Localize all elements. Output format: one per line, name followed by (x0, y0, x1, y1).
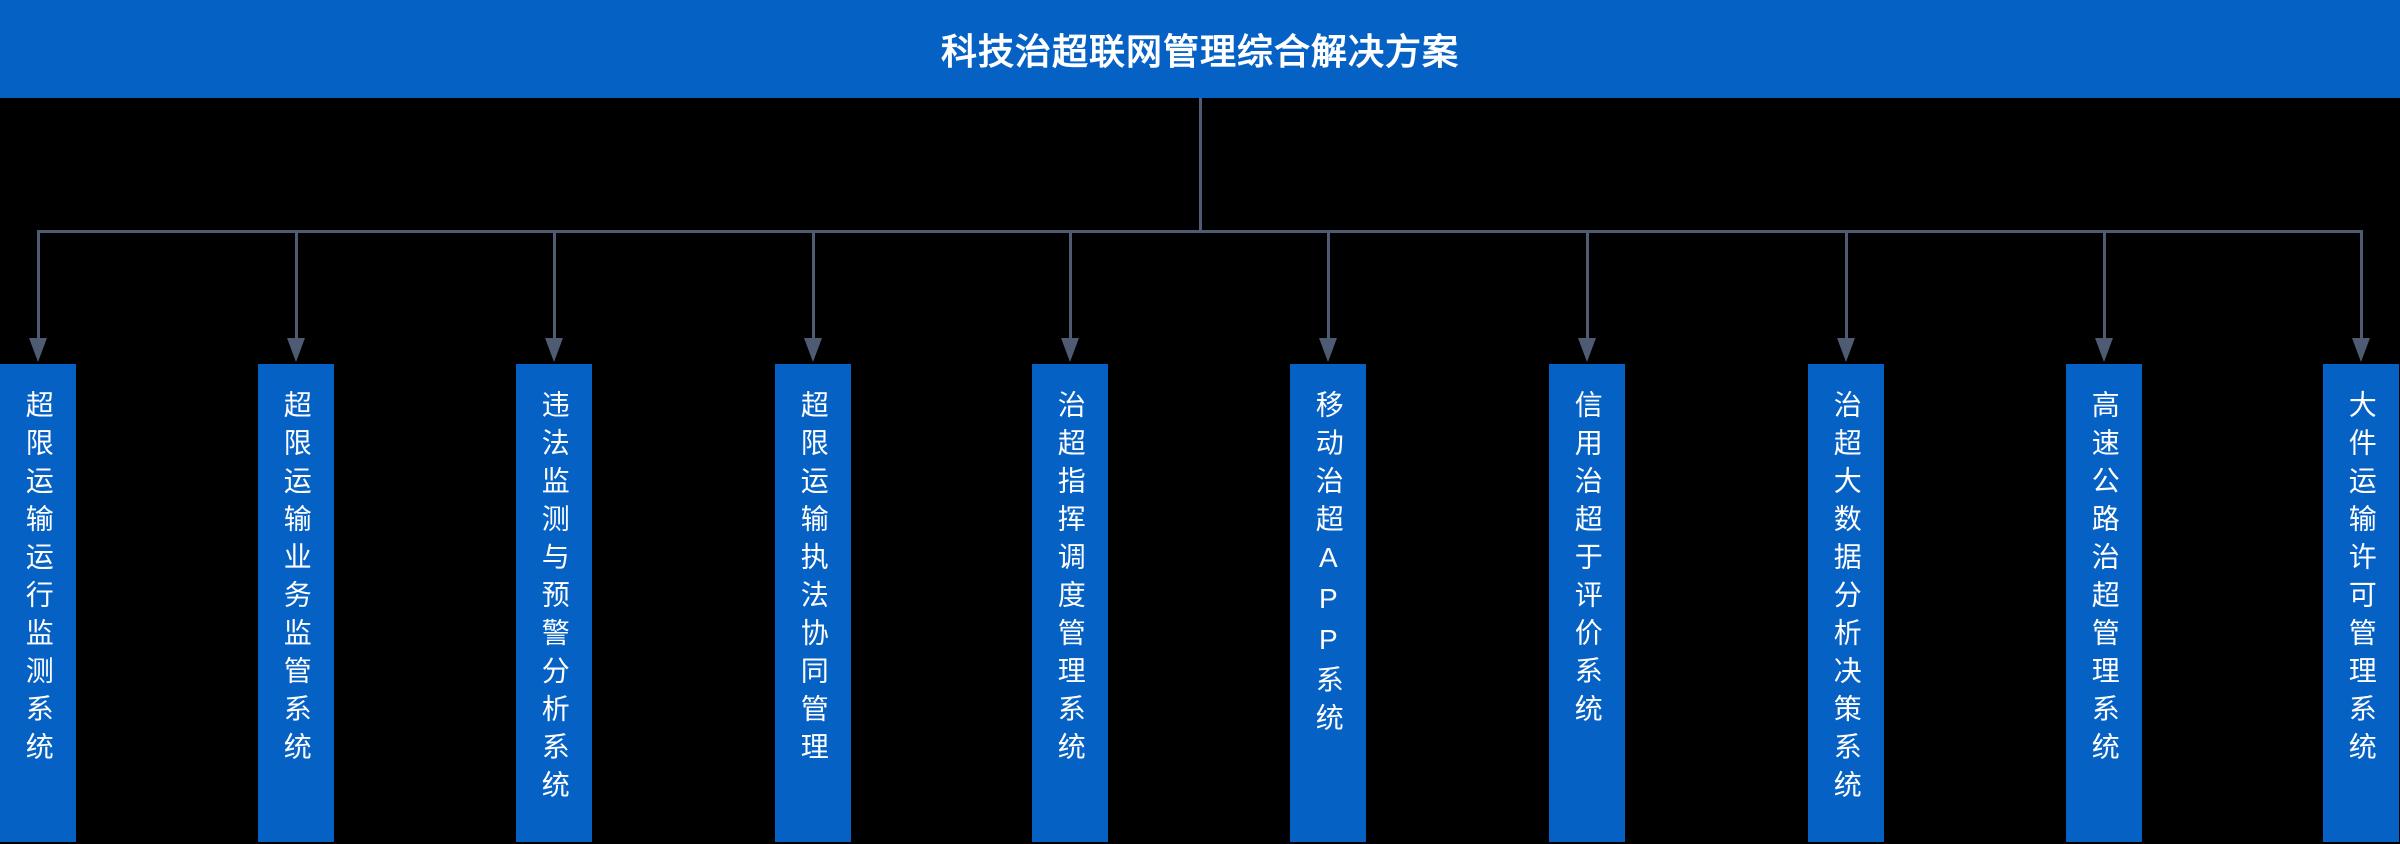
connector-branch-line (1326, 230, 1330, 339)
connector-branch-line (294, 230, 298, 339)
system-label: 高速公路治超管理系统 (2088, 390, 2120, 770)
system-box: 违法监测与预警分析系统 (516, 364, 592, 842)
system-box: 高速公路治超管理系统 (2066, 364, 2142, 842)
connector-branch-line (36, 230, 40, 339)
connector-branch-line (811, 230, 815, 339)
connector-branch-line (1844, 230, 1848, 339)
system-label: 超限运输业务监管系统 (280, 390, 312, 770)
system-label: 大件运输许可管理系统 (2345, 390, 2377, 770)
system-box: 超限运输业务监管系统 (258, 364, 334, 842)
system-box: 超限运输执法协同管理 (775, 364, 851, 842)
system-box: 超限运输运行监测系统 (0, 364, 76, 842)
arrow-down-icon (1578, 338, 1596, 362)
arrow-down-icon (2352, 338, 2370, 362)
system-label: 治超指挥调度管理系统 (1054, 390, 1086, 770)
connector-branch-line (1585, 230, 1589, 339)
system-label: 超限运输运行监测系统 (22, 390, 54, 770)
connector-horizontal-line (36, 230, 2362, 233)
system-label: 信用治超于评价系统 (1571, 390, 1603, 732)
header-banner: 科技治超联网管理综合解决方案 (0, 0, 2400, 98)
system-label: 移动治超APP系统 (1312, 390, 1344, 741)
system-label: 治超大数据分析决策系统 (1830, 390, 1862, 808)
system-box: 移动治超APP系统 (1290, 364, 1366, 842)
arrow-down-icon (29, 338, 47, 362)
system-box: 治超指挥调度管理系统 (1032, 364, 1108, 842)
system-label: 违法监测与预警分析系统 (538, 390, 570, 808)
arrow-down-icon (1319, 338, 1337, 362)
connector-branch-line (1068, 230, 1072, 339)
arrow-down-icon (545, 338, 563, 362)
arrow-down-icon (1837, 338, 1855, 362)
diagram-title: 科技治超联网管理综合解决方案 (940, 31, 1459, 72)
connector-branch-line (2359, 230, 2363, 339)
arrow-down-icon (804, 338, 822, 362)
system-box: 治超大数据分析决策系统 (1808, 364, 1884, 842)
arrow-down-icon (1061, 338, 1079, 362)
connector-branch-line (552, 230, 556, 339)
connector-branch-line (2102, 230, 2106, 339)
arrow-down-icon (287, 338, 305, 362)
system-box: 大件运输许可管理系统 (2323, 364, 2399, 842)
system-box: 信用治超于评价系统 (1549, 364, 1625, 842)
connector-stem (1198, 98, 1202, 232)
arrow-down-icon (2095, 338, 2113, 362)
system-label: 超限运输执法协同管理 (797, 390, 829, 770)
